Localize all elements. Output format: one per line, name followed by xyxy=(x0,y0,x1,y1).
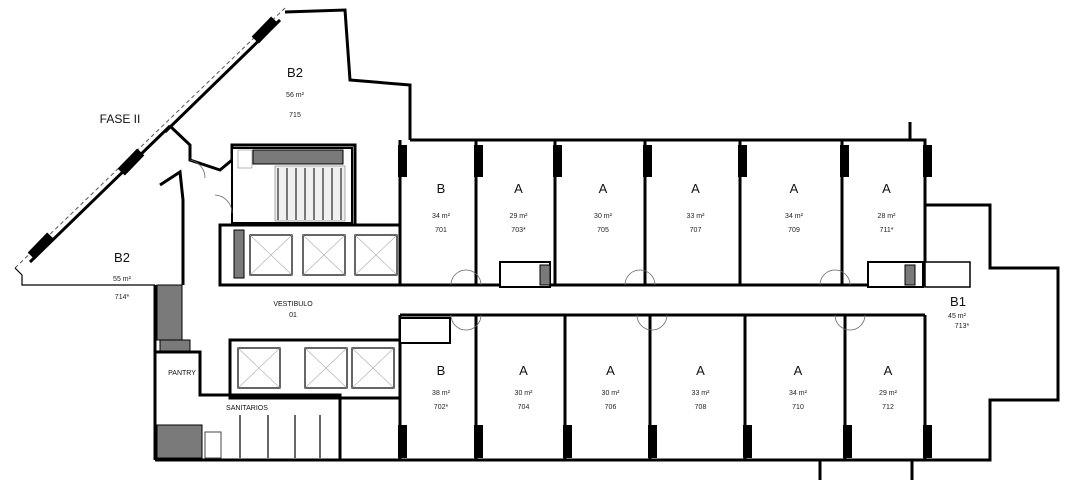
unit-area: 29 m² xyxy=(879,390,898,397)
unit-type: A xyxy=(790,181,799,196)
unit-b2-top-area: 56 m² xyxy=(286,92,305,99)
unit-b2-left-area: 55 m² xyxy=(113,276,132,283)
unit-area: 34 m² xyxy=(432,213,451,220)
elevator-bank-top xyxy=(218,223,402,287)
unit-area: 38 m² xyxy=(432,390,451,397)
unit-b2-top-type: B2 xyxy=(287,65,303,80)
unit-number: 708 xyxy=(695,404,707,411)
unit-number: 706 xyxy=(605,404,617,411)
unit-number: 712 xyxy=(882,404,894,411)
unit-type: A xyxy=(519,363,528,378)
unit-b1-type: B1 xyxy=(950,294,966,309)
unit-area: 33 m² xyxy=(687,213,706,220)
unit-705: A 30 m² 705 xyxy=(594,181,613,234)
unit-711: A 28 m² 711* xyxy=(878,181,897,234)
unit-number: 701 xyxy=(435,227,447,234)
unit-b1-number: 713* xyxy=(955,323,970,330)
unit-area: 29 m² xyxy=(510,213,529,220)
stair-core xyxy=(231,147,353,224)
unit-number: 707 xyxy=(690,227,702,234)
unit-type: A xyxy=(599,181,608,196)
unit-712: A 29 m² 712 xyxy=(879,363,898,411)
unit-b2-left-number: 714* xyxy=(115,294,130,301)
elevator-bank-bottom xyxy=(228,338,402,400)
phase-label: FASE II xyxy=(100,112,141,126)
unit-704: A 30 m² 704 xyxy=(515,363,534,411)
unit-709: A 34 m² 709 xyxy=(785,181,804,234)
unit-type: B xyxy=(437,181,446,196)
unit-number: 710 xyxy=(792,404,804,411)
unit-number: 705 xyxy=(597,227,609,234)
unit-701: B 34 m² 701 xyxy=(432,181,451,234)
vestibulo-label: VESTIBULO xyxy=(273,301,313,308)
unit-702: B 38 m² 702* xyxy=(432,363,451,411)
unit-type: A xyxy=(794,363,803,378)
unit-type: A xyxy=(882,181,891,196)
unit-706: A 30 m² 706 xyxy=(602,363,621,411)
unit-703: A 29 m² 703* xyxy=(510,181,529,234)
unit-area: 34 m² xyxy=(789,390,808,397)
unit-area: 30 m² xyxy=(515,390,534,397)
unit-type: A xyxy=(696,363,705,378)
unit-type: B xyxy=(437,363,446,378)
service-area xyxy=(155,261,971,460)
unit-707: A 33 m² 707 xyxy=(687,181,706,234)
unit-708: A 33 m² 708 xyxy=(692,363,711,411)
vestibulo-number: 01 xyxy=(289,312,297,319)
pantry-label: PANTRY xyxy=(168,370,196,377)
unit-area: 33 m² xyxy=(692,390,711,397)
exterior-walls xyxy=(14,7,1060,480)
doors xyxy=(189,159,866,331)
unit-710: A 34 m² 710 xyxy=(789,363,808,411)
unit-b2-left-type: B2 xyxy=(114,250,130,265)
unit-number: 711* xyxy=(880,227,894,234)
sanitarios-label: SANITARIOS xyxy=(226,405,268,412)
sink-icon xyxy=(237,149,253,169)
unit-area: 34 m² xyxy=(785,213,804,220)
unit-area: 30 m² xyxy=(602,390,621,397)
unit-area: 28 m² xyxy=(878,213,897,220)
unit-number: 704 xyxy=(518,404,530,411)
unit-number: 702* xyxy=(434,404,449,411)
unit-number: 703* xyxy=(511,227,526,234)
unit-walls xyxy=(398,140,932,460)
unit-type: A xyxy=(884,363,893,378)
unit-number: 709 xyxy=(788,227,800,234)
unit-type: A xyxy=(606,363,615,378)
unit-b2-top-number: 715 xyxy=(289,112,301,119)
unit-area: 30 m² xyxy=(594,213,613,220)
unit-b1-area: 45 m² xyxy=(948,313,967,320)
unit-type: A xyxy=(691,181,700,196)
unit-type: A xyxy=(514,181,523,196)
